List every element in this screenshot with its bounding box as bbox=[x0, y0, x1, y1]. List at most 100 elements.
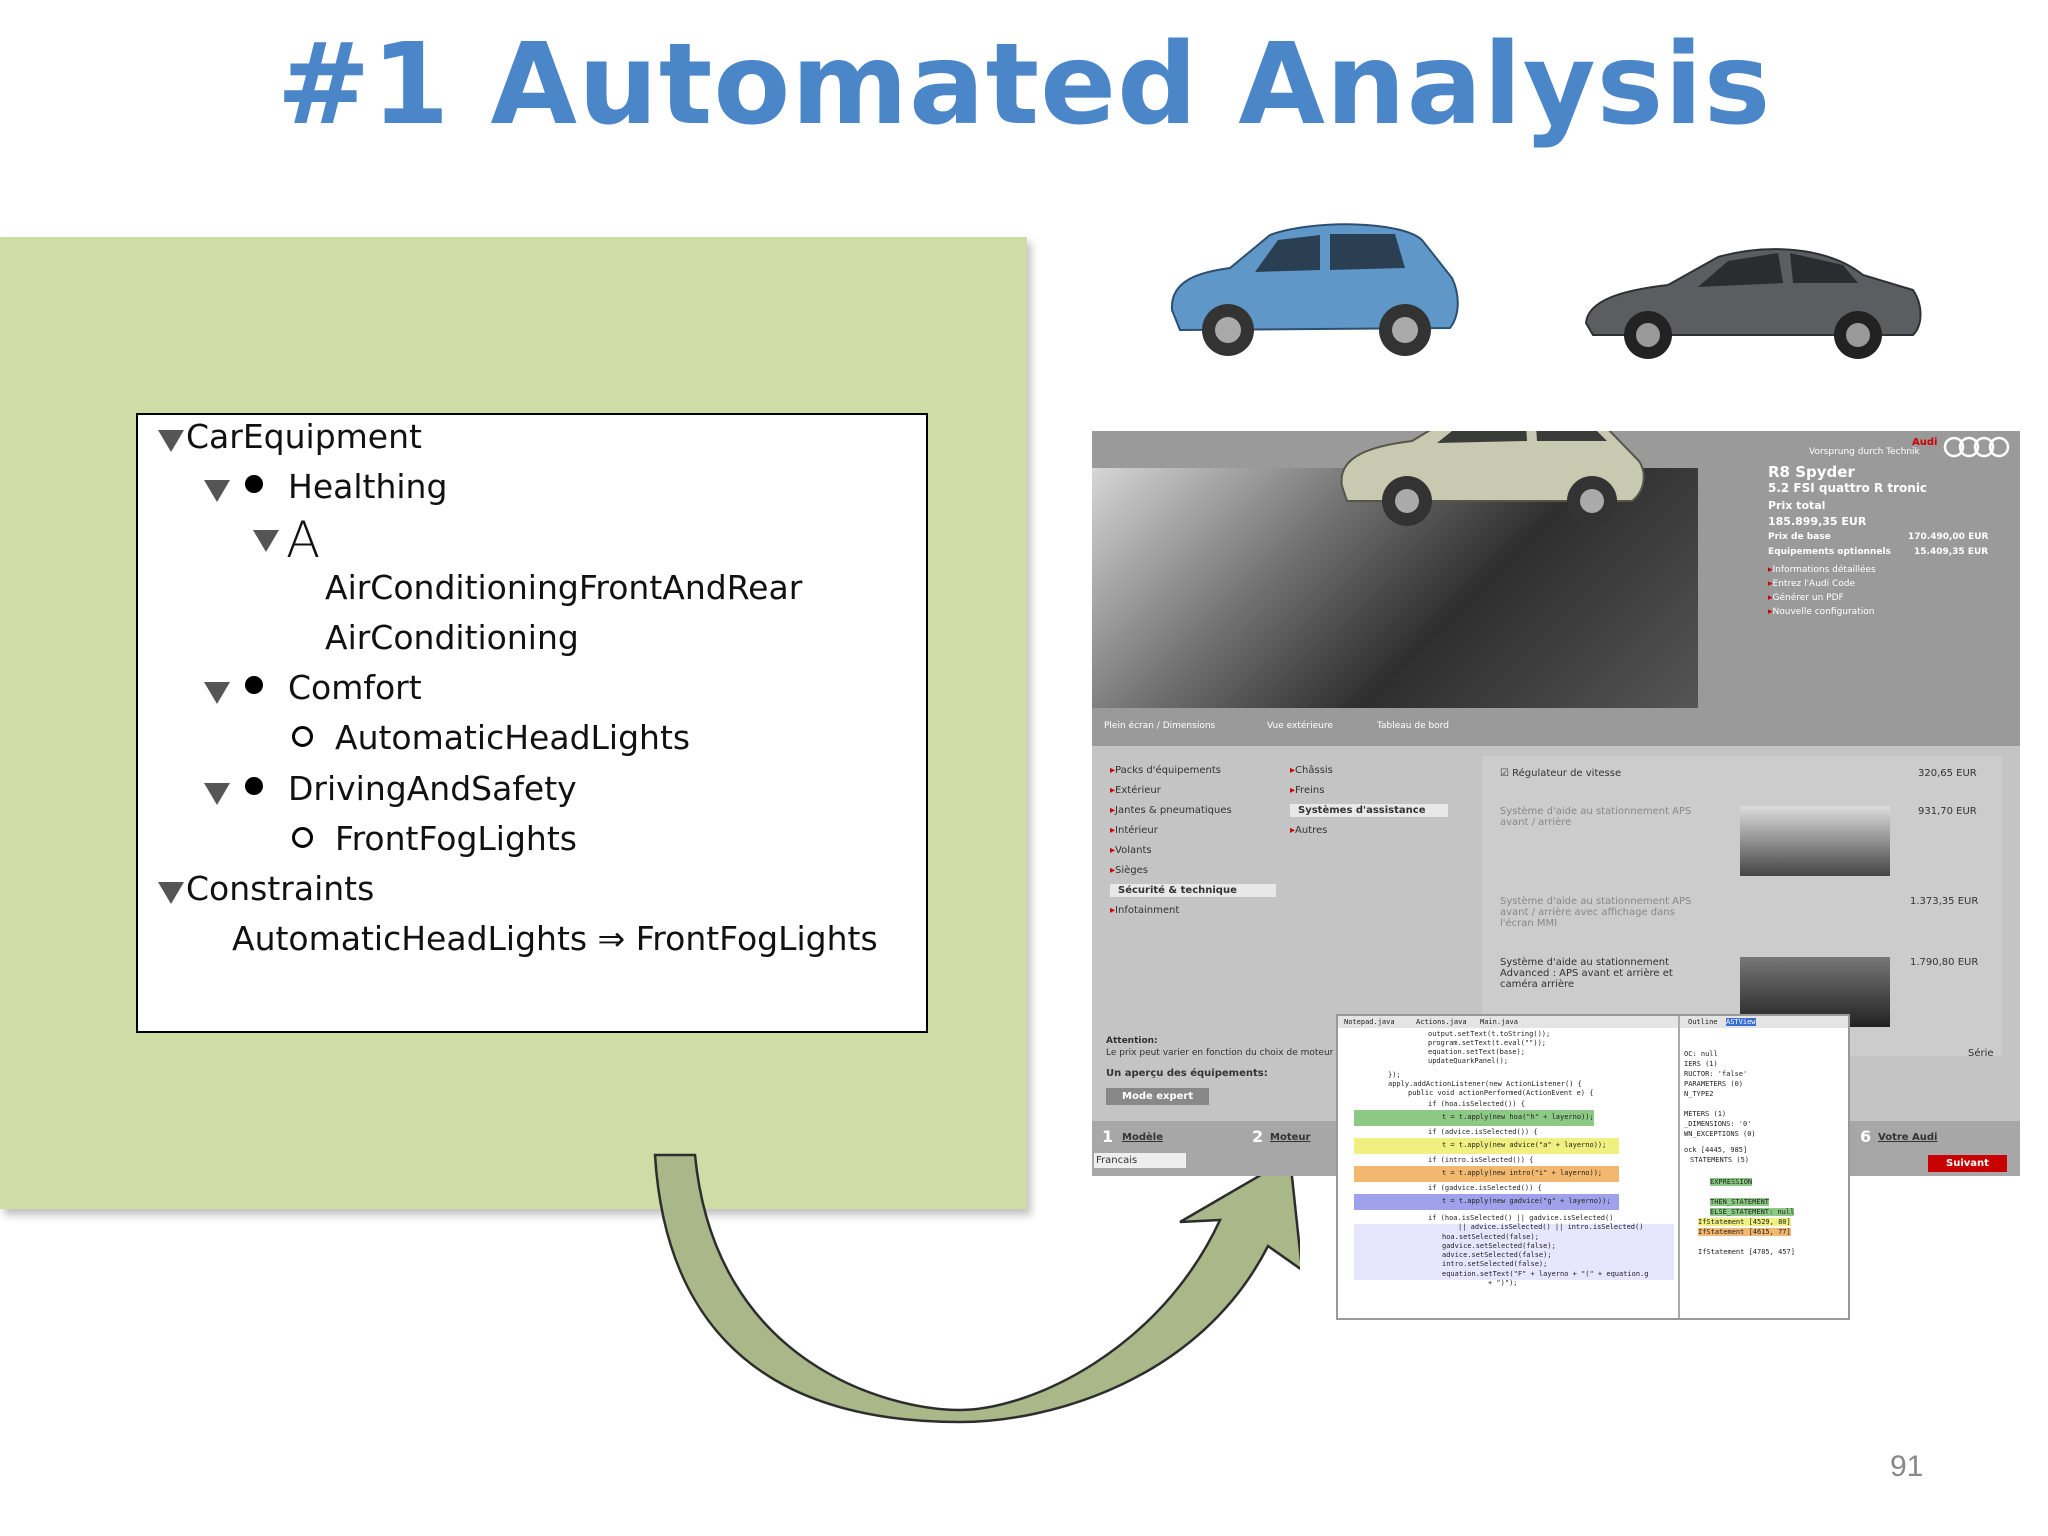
code-line: if (intro.isSelected()) { bbox=[1428, 1156, 1534, 1164]
mandatory-dot-icon bbox=[245, 676, 263, 694]
menu-item[interactable]: Packs d'équipements bbox=[1110, 765, 1221, 776]
ast-node[interactable]: STATEMENTS (5) bbox=[1690, 1156, 1750, 1164]
car-grey-image bbox=[1584, 248, 1922, 359]
expand-triangle-icon[interactable] bbox=[204, 682, 230, 704]
editor-tab[interactable]: Actions.java bbox=[1416, 1018, 1467, 1026]
code-line: apply.addActionListener(new ActionListen… bbox=[1388, 1080, 1582, 1088]
code-line: updateQuarkPanel(); bbox=[1428, 1057, 1509, 1065]
ast-node[interactable]: IfStatement [4705, 457] bbox=[1698, 1248, 1795, 1256]
menu-item[interactable]: Jantes & pneumatiques bbox=[1110, 805, 1232, 816]
link-details[interactable]: Informations détaillées bbox=[1768, 565, 1876, 575]
ast-node[interactable]: OC: null bbox=[1684, 1050, 1718, 1058]
serie-label: Série bbox=[1968, 1048, 1994, 1059]
link-new-config[interactable]: Nouvelle configuration bbox=[1768, 607, 1875, 617]
submenu-item-selected[interactable]: Systèmes d'assistance bbox=[1290, 804, 1448, 817]
expand-triangle-icon[interactable] bbox=[204, 783, 230, 805]
code-line: gadvice.setSelected(false); bbox=[1442, 1242, 1556, 1250]
editor-tab[interactable]: Notepad.java bbox=[1344, 1018, 1395, 1026]
code-line: }); bbox=[1388, 1071, 1401, 1079]
expand-triangle-icon[interactable] bbox=[253, 530, 279, 552]
link-audi-code[interactable]: Entrez l'Audi Code bbox=[1768, 579, 1856, 589]
ast-node[interactable]: ock [4445, 985] bbox=[1684, 1146, 1748, 1154]
astview-tab[interactable]: ASTView bbox=[1726, 1018, 1756, 1026]
tab-exterior[interactable]: Vue extérieure bbox=[1267, 721, 1333, 731]
option-aps[interactable]: Système d'aide au stationnement APS avan… bbox=[1500, 806, 1692, 828]
option-cruise-control[interactable]: ☑ Régulateur de vitesse bbox=[1500, 768, 1622, 779]
alternative-group-icon: A bbox=[286, 511, 321, 569]
base-price-value: 170.490,00 EUR bbox=[1908, 532, 1989, 542]
options-price-label: Equipements optionnels bbox=[1768, 547, 1891, 557]
audi-rings-logo bbox=[1942, 435, 2014, 463]
submenu-item[interactable]: Châssis bbox=[1290, 765, 1333, 776]
editor-tab-active[interactable]: Main.java bbox=[1480, 1018, 1518, 1026]
option-aps-mmi[interactable]: Système d'aide au stationnement APS avan… bbox=[1500, 896, 1692, 929]
menu-item-selected[interactable]: Sécurité & technique bbox=[1110, 884, 1276, 897]
ast-node[interactable]: _DIMENSIONS: '0' bbox=[1684, 1120, 1752, 1128]
step-your-audi[interactable]: Votre Audi bbox=[1878, 1132, 1938, 1143]
ast-node[interactable]: RUCTOR: 'false' bbox=[1684, 1070, 1748, 1078]
ast-node[interactable]: N_TYPE2 bbox=[1684, 1090, 1714, 1098]
menu-item[interactable]: Intérieur bbox=[1110, 825, 1158, 836]
ast-node[interactable]: IfStatement [4529, 80] bbox=[1698, 1218, 1791, 1226]
ast-node[interactable]: EXPRESSION bbox=[1710, 1178, 1753, 1186]
ast-node[interactable]: ELSE_STATEMENT: null bbox=[1710, 1208, 1795, 1216]
car-silver-image bbox=[1340, 431, 1645, 526]
code-line: t = t.apply(new hoa("h" + layerno)); bbox=[1442, 1113, 1594, 1121]
expand-triangle-icon[interactable] bbox=[158, 882, 184, 904]
page-number: 91 bbox=[1890, 1450, 1924, 1483]
optional-ring-icon bbox=[292, 726, 313, 747]
option-aps-advanced[interactable]: Système d'aide au stationnement Advanced… bbox=[1500, 957, 1673, 990]
code-line: if (gadvice.isSelected()) { bbox=[1428, 1184, 1542, 1192]
code-line: output.setText(t.toString()); bbox=[1428, 1030, 1551, 1038]
ast-node[interactable]: IERS (1) bbox=[1684, 1060, 1718, 1068]
attention-text: Le prix peut varier en fonction du choix… bbox=[1106, 1048, 1346, 1058]
feature-automatic-headlights: AutomaticHeadLights bbox=[335, 718, 691, 757]
link-pdf[interactable]: Générer un PDF bbox=[1768, 593, 1844, 603]
brand-slogan: Vorsprung durch Technik bbox=[1809, 447, 1920, 457]
expert-mode-button[interactable]: Mode expert bbox=[1106, 1088, 1210, 1105]
menu-item[interactable]: Volants bbox=[1110, 845, 1152, 856]
code-line: || advice.isSelected() || intro.isSelect… bbox=[1458, 1223, 1644, 1231]
feature-comfort: Comfort bbox=[288, 668, 422, 707]
base-price-label: Prix de base bbox=[1768, 532, 1831, 542]
feature-model-tree: CarEquipment Healthing A AirConditioning… bbox=[136, 413, 928, 1033]
menu-item[interactable]: Infotainment bbox=[1110, 905, 1179, 916]
expand-triangle-icon[interactable] bbox=[158, 430, 184, 452]
mandatory-dot-icon bbox=[245, 777, 263, 795]
step-engine[interactable]: Moteur bbox=[1270, 1132, 1311, 1143]
step-number: 2 bbox=[1252, 1127, 1264, 1146]
code-line: public void actionPerformed(ActionEvent … bbox=[1408, 1089, 1594, 1097]
ast-node[interactable]: METERS (1) bbox=[1684, 1110, 1727, 1118]
ast-node[interactable]: WN_EXCEPTIONS (0) bbox=[1684, 1130, 1756, 1138]
options-price-value: 15.409,35 EUR bbox=[1914, 547, 1989, 557]
tab-dashboard[interactable]: Tableau de bord bbox=[1377, 721, 1449, 731]
submenu-item[interactable]: Autres bbox=[1290, 825, 1327, 836]
code-line: hoa.setSelected(false); bbox=[1442, 1233, 1539, 1241]
ast-node[interactable]: PARAMETERS (0) bbox=[1684, 1080, 1744, 1088]
code-line: equation.setText("F" + layerno + "(" + e… bbox=[1442, 1270, 1649, 1278]
feature-front-fog-lights: FrontFogLights bbox=[335, 819, 577, 858]
feature-air-conditioning: AirConditioning bbox=[325, 618, 579, 657]
outline-tab[interactable]: Outline bbox=[1688, 1018, 1718, 1026]
constraint-rule: AutomaticHeadLights ⇒ FrontFogLights bbox=[232, 919, 878, 958]
menu-item[interactable]: Extérieur bbox=[1110, 785, 1161, 796]
rear-bumper-photo bbox=[1740, 806, 1890, 876]
language-select[interactable]: Francais bbox=[1094, 1153, 1186, 1168]
step-number: 1 bbox=[1102, 1127, 1114, 1146]
option-price: 320,65 EUR bbox=[1918, 768, 1977, 779]
step-model[interactable]: Modèle bbox=[1122, 1132, 1163, 1143]
submenu-item[interactable]: Freins bbox=[1290, 785, 1324, 796]
tab-fullscreen[interactable]: Plein écran / Dimensions bbox=[1104, 721, 1216, 731]
code-line: t = t.apply(new intro("i" + layerno)); bbox=[1442, 1169, 1603, 1177]
code-line: t = t.apply(new gadvice("g" + layerno)); bbox=[1442, 1197, 1611, 1205]
engine-name: 5.2 FSI quattro R tronic bbox=[1768, 481, 1928, 495]
step-number: 6 bbox=[1860, 1127, 1872, 1146]
code-line: if (advice.isSelected()) { bbox=[1428, 1128, 1538, 1136]
next-button[interactable]: Suivant bbox=[1928, 1155, 2007, 1172]
menu-item[interactable]: Sièges bbox=[1110, 865, 1148, 876]
curved-arrow-icon bbox=[653, 1153, 1300, 1424]
car-configurator-screenshot: Audi Vorsprung durch Technik R8 Spyder 5… bbox=[1092, 431, 2020, 1176]
ast-node[interactable]: IfStatement [4615, 77] bbox=[1698, 1228, 1791, 1236]
expand-triangle-icon[interactable] bbox=[204, 480, 230, 502]
ast-node[interactable]: THEN_STATEMENT bbox=[1710, 1198, 1770, 1206]
